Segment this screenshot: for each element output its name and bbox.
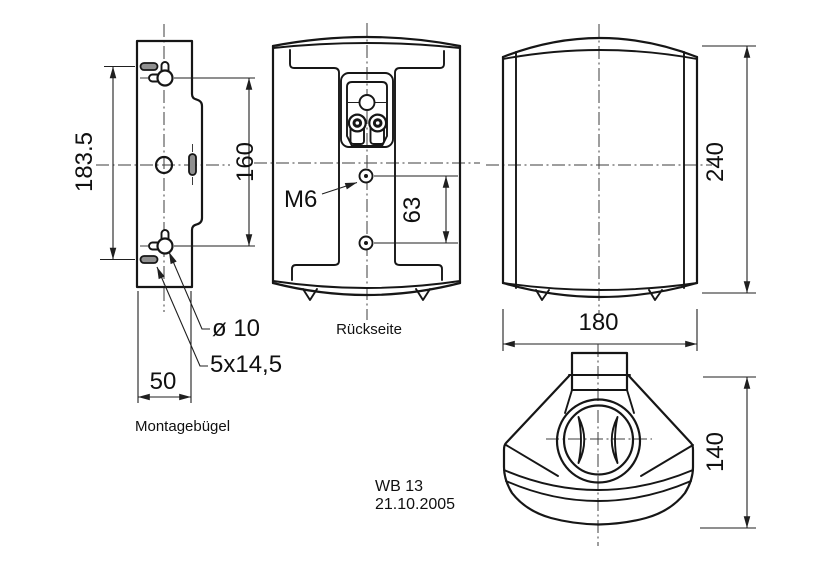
callout-slot-size: 5x14,5 — [156, 266, 282, 378]
bracket-bottom-keyhole — [148, 229, 174, 255]
top-bracket-arm — [570, 351, 629, 392]
top-front-edge-1 — [503, 469, 694, 491]
callout-thread: M6 — [284, 181, 358, 213]
view-top: 140 — [502, 344, 756, 546]
leader-line — [168, 251, 210, 330]
callout-text-m6: M6 — [284, 186, 317, 213]
front-bottom-inner-arc — [502, 282, 698, 291]
extension-lines — [100, 65, 135, 261]
rear-bracket-channel-left — [289, 49, 340, 281]
rear-feet — [302, 288, 431, 301]
dim-hole-spacing: 63 — [374, 175, 458, 244]
bracket-view-label: Montagebügel — [135, 418, 230, 435]
bracket-centerline-ticks — [140, 77, 193, 247]
binding-post-left-center — [355, 121, 360, 125]
front-top-outer-arc — [501, 36, 699, 59]
callout-text-hole: ø 10 — [212, 315, 260, 342]
keyhole-circle — [156, 69, 174, 87]
callout-hole-diameter: ø 10 — [168, 251, 260, 342]
dim-text-240: 240 — [702, 142, 729, 182]
top-corner-chamfers — [505, 444, 694, 477]
dim-text-63: 63 — [399, 197, 426, 224]
extension-lines — [374, 175, 458, 244]
top-front-edge-2 — [505, 480, 692, 502]
callout-text-slot: 5x14,5 — [210, 351, 282, 378]
top-ball-flat-right — [610, 416, 619, 464]
view-bracket-side: 183.5 160 50 ø 10 5x14,5 Montagebügel — [71, 24, 282, 435]
dim-text-180: 180 — [578, 309, 618, 336]
drawing-model: WB 13 — [375, 478, 423, 495]
front-feet — [535, 289, 663, 301]
dim-bracket-outer-height: 183.5 — [71, 65, 135, 261]
front-edge-lines — [515, 51, 685, 289]
dim-text-160: 160 — [232, 142, 259, 182]
dim-text-50: 50 — [150, 368, 177, 395]
rear-bottom-outer-arc — [271, 281, 462, 297]
dim-bracket-keyhole-spacing: 160 — [174, 77, 259, 247]
extension-lines — [174, 77, 255, 247]
leader-line — [321, 181, 358, 195]
dim-cabinet-width: 180 — [502, 309, 698, 351]
keyhole-circle — [156, 237, 174, 255]
front-outer-sides — [501, 55, 699, 285]
m6-hole-top-center — [364, 174, 368, 178]
rear-top-outer-arc — [271, 35, 462, 48]
title-block: WB 13 21.10.2005 — [375, 478, 455, 513]
view-rear: M6 63 Rückseite — [254, 23, 480, 338]
terminal-panel-inner — [346, 81, 388, 147]
bracket-outline — [135, 39, 204, 289]
top-ball-joint — [562, 404, 635, 476]
terminal-panel — [340, 72, 394, 148]
rear-top-inner-arc — [272, 42, 461, 49]
dim-text-183-5: 183.5 — [71, 132, 98, 192]
front-bottom-outer-arc — [501, 281, 699, 299]
terminal-hole — [358, 94, 376, 111]
rear-bottom-inner-arc — [272, 280, 461, 289]
drawing-date: 21.10.2005 — [375, 496, 455, 513]
bracket-side-slot — [188, 153, 197, 176]
bracket-top-slot — [139, 62, 159, 71]
bracket-top-keyhole — [148, 61, 174, 87]
rear-bracket-channel-right — [394, 50, 445, 281]
bracket-center-hole — [154, 155, 174, 175]
extension-lines — [137, 291, 192, 403]
top-knuckle-ring — [555, 398, 642, 484]
rear-view-label: Rückseite — [336, 321, 402, 338]
rear-side-edges — [271, 44, 462, 285]
view-front: 240 180 — [486, 24, 756, 351]
terminal-panel-outer — [340, 72, 394, 148]
dim-cabinet-height: 240 — [702, 45, 756, 294]
top-ball-flat-left — [577, 416, 586, 464]
dim-bracket-width: 50 — [137, 291, 192, 403]
dim-cabinet-depth: 140 — [700, 376, 756, 529]
leader-line — [156, 266, 208, 367]
dim-text-140: 140 — [702, 432, 729, 472]
bracket-bottom-slot — [139, 255, 159, 264]
binding-post-right-center — [375, 121, 380, 125]
m6-hole-bottom-center — [364, 241, 368, 245]
top-knuckle-neck — [564, 389, 635, 414]
front-top-inner-arc — [502, 49, 698, 60]
